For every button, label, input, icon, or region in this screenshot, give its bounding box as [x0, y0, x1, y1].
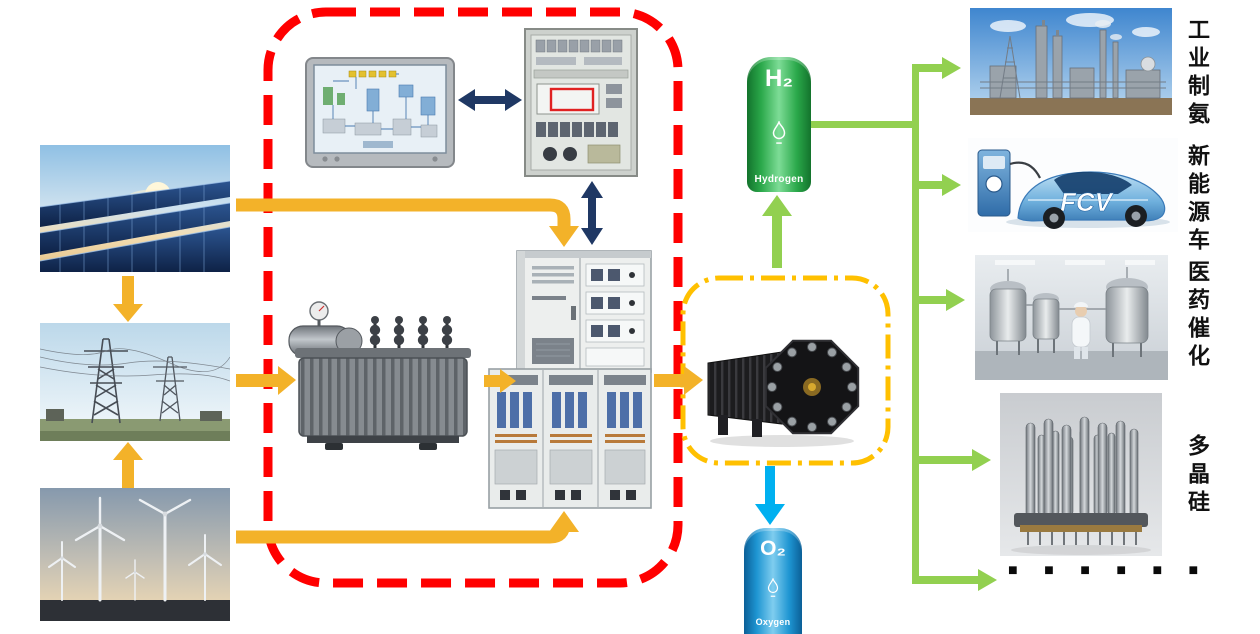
fcv-badge: FCV	[1060, 187, 1115, 217]
control-cabinet-photo	[524, 28, 638, 177]
arrow-h2-to-pharma	[916, 289, 965, 311]
h2-to-trunk-line	[811, 121, 916, 128]
rectifier-cabinet-upper-photo	[516, 248, 652, 375]
more-applications-dots: ■ ■ ■ ■ ■ ■	[1008, 562, 1210, 579]
arrow-hmi-cabinet-link	[458, 89, 522, 111]
pharma-catalysis-photo	[975, 255, 1168, 380]
arrow-solar-to-rectifier	[236, 198, 579, 247]
label-pharma-catalysis: 医药催化	[1185, 260, 1210, 372]
power-grid-photo	[40, 323, 230, 441]
h2-symbol: H₂	[765, 65, 793, 92]
solar-panels-photo	[40, 145, 230, 272]
flame-icon	[767, 578, 779, 597]
technician-figure	[1071, 302, 1091, 359]
hmi-panel-photo	[305, 57, 455, 168]
polysilicon-rods-photo	[1000, 393, 1162, 556]
arrow-electrolyzer-to-hydrogen	[762, 195, 792, 268]
ammonia-plant-photo	[970, 8, 1172, 115]
arrow-rectifier-to-electrolyzer	[654, 366, 703, 395]
arrow-h2-to-vehicle	[916, 174, 961, 196]
flame-icon	[772, 120, 786, 144]
label-polysilicon: 多晶硅	[1185, 434, 1210, 518]
o2-name: Oxygen	[755, 617, 791, 627]
arrow-wind-to-rectifier	[236, 511, 579, 544]
label-new-energy-vehicle: 新能源车	[1185, 144, 1210, 256]
arrow-cabinet-rectifier-link	[581, 181, 603, 245]
fuel-cell-vehicle-photo: FCV	[968, 138, 1178, 232]
electrolyzer-stack-photo	[700, 325, 865, 450]
arrow-wind-to-grid	[113, 442, 143, 488]
distribution-trunk-line	[912, 64, 919, 584]
o2-symbol: O₂	[760, 537, 786, 560]
arrow-solar-to-grid	[113, 276, 143, 322]
label-industrial-ammonia: 工业制氨	[1185, 18, 1210, 130]
transformer-photo	[283, 298, 480, 452]
arrow-h2-to-more	[916, 569, 997, 591]
arrow-electrolyzer-to-oxygen	[755, 466, 785, 525]
hydrogen-tank: H₂ Hydrogen	[747, 57, 811, 192]
h2-name: Hydrogen	[754, 174, 804, 185]
oxygen-tank: O₂ Oxygen	[744, 528, 802, 634]
wind-turbines-photo	[40, 488, 230, 621]
rectifier-cabinet-lower-photo	[488, 368, 652, 512]
arrow-h2-to-polysilicon	[916, 449, 991, 471]
arrow-h2-to-ammonia	[916, 57, 961, 79]
